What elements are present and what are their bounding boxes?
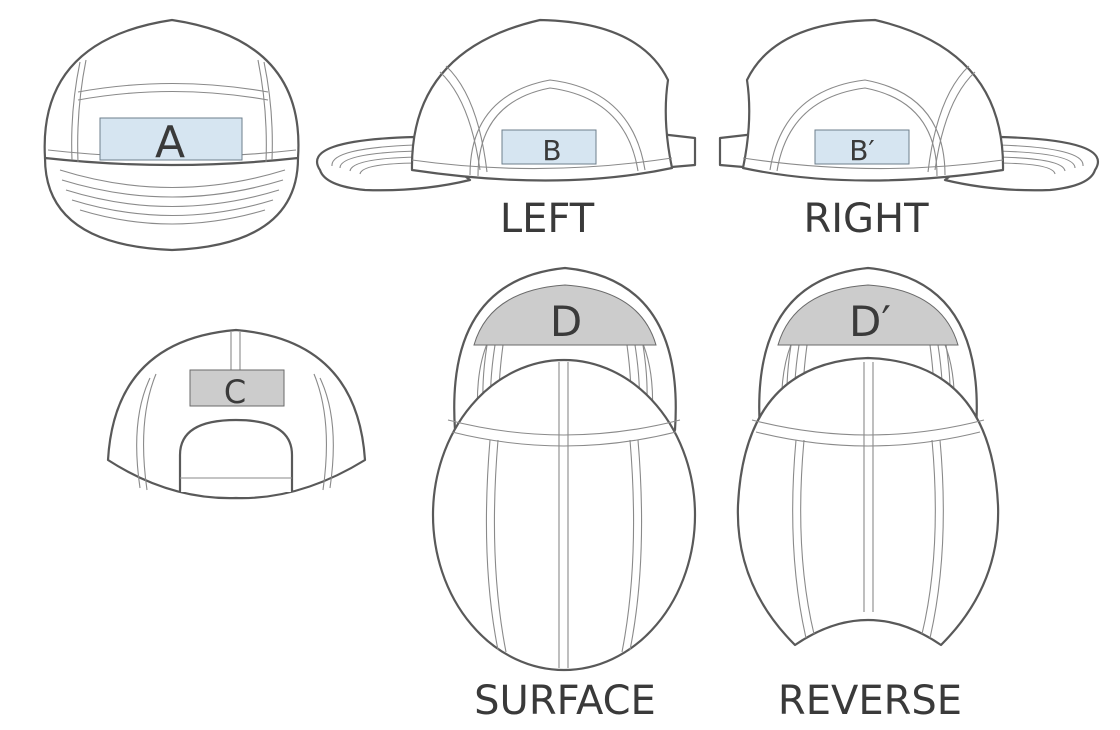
surface-view: D [431, 266, 697, 672]
print-area-b-prime [814, 129, 910, 165]
reverse-view: D′ [736, 266, 1000, 647]
area-label-c: C [224, 373, 246, 411]
right-view: B′ [718, 18, 1100, 192]
left-view: B [315, 18, 697, 192]
area-label-d: D [550, 297, 582, 346]
print-area-a [99, 117, 243, 161]
view-label-right: RIGHT [803, 196, 929, 242]
view-label-reverse: REVERSE [778, 678, 962, 724]
print-area-b [501, 129, 597, 165]
area-label-b: B [542, 134, 561, 167]
view-label-left: LEFT [500, 196, 595, 242]
print-area-d [473, 284, 657, 346]
view-label-surface: SURFACE [474, 678, 656, 724]
area-label-a: A [155, 117, 185, 168]
print-area-d-prime [777, 284, 959, 346]
print-area-c [189, 369, 285, 407]
area-label-b-prime: B′ [849, 134, 875, 167]
area-label-d-prime: D′ [849, 297, 891, 346]
front-view: A [43, 18, 300, 252]
back-view: C [106, 328, 367, 500]
